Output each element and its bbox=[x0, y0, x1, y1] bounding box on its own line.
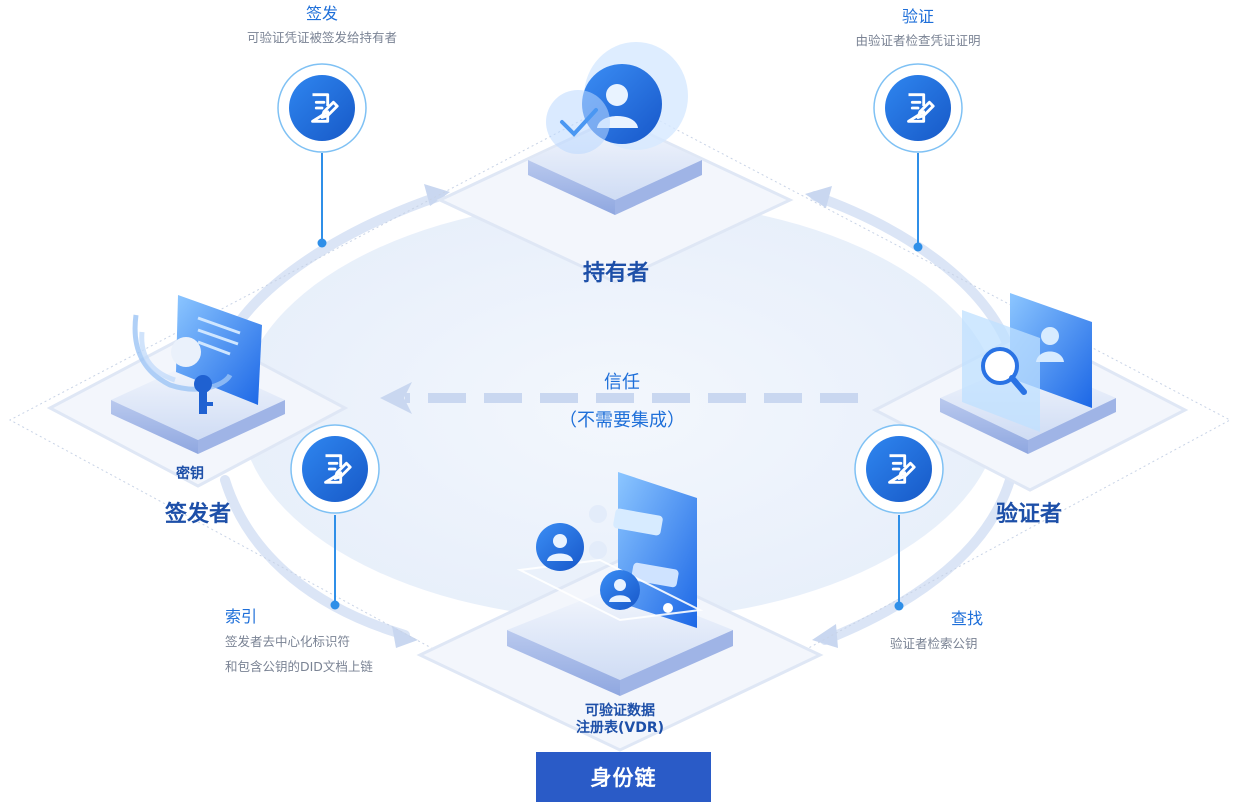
holder-label: 持有者 bbox=[582, 261, 650, 286]
identity-chain-bar: 身份链 bbox=[536, 752, 711, 802]
document-edit-icon bbox=[277, 63, 367, 153]
index-title: 索引 bbox=[225, 607, 258, 626]
trust-label: 信任 bbox=[604, 372, 640, 393]
vdr-label-line2: 注册表(VDR) bbox=[575, 720, 665, 736]
lookup-desc: 验证者检索公钥 bbox=[890, 636, 978, 651]
user-check-icon bbox=[546, 42, 688, 154]
issue-desc: 可验证凭证被签发给持有者 bbox=[246, 30, 398, 45]
issue-title: 签发 bbox=[305, 4, 339, 23]
connector-dots bbox=[317, 238, 923, 611]
trust-arrow bbox=[380, 382, 858, 414]
verifier-label: 验证者 bbox=[995, 502, 1063, 527]
search-user-icon bbox=[962, 293, 1092, 432]
lookup-title: 查找 bbox=[951, 609, 984, 628]
document-edit-icon bbox=[854, 424, 944, 514]
key-document-icon bbox=[132, 295, 262, 414]
background-ellipse bbox=[240, 200, 1000, 620]
index-desc-line2: 和包含公钥的DID文档上链 bbox=[225, 659, 373, 674]
phone-users-icon bbox=[516, 472, 704, 628]
trust-note: （不需要集成） bbox=[559, 410, 685, 431]
issuer-label: 签发者 bbox=[164, 502, 232, 527]
verify-title: 验证 bbox=[901, 7, 935, 26]
document-edit-icon bbox=[873, 63, 963, 153]
flow-arrowheads bbox=[392, 184, 838, 648]
vdr-label-line1: 可验证数据 bbox=[585, 703, 655, 719]
verify-desc: 由验证者检查凭证证明 bbox=[855, 33, 981, 48]
badge-connectors bbox=[321, 153, 919, 606]
issuer-key-label: 密钥 bbox=[176, 466, 204, 482]
document-edit-icon bbox=[290, 424, 380, 514]
index-desc-line1: 签发者去中心化标识符 bbox=[225, 634, 351, 649]
